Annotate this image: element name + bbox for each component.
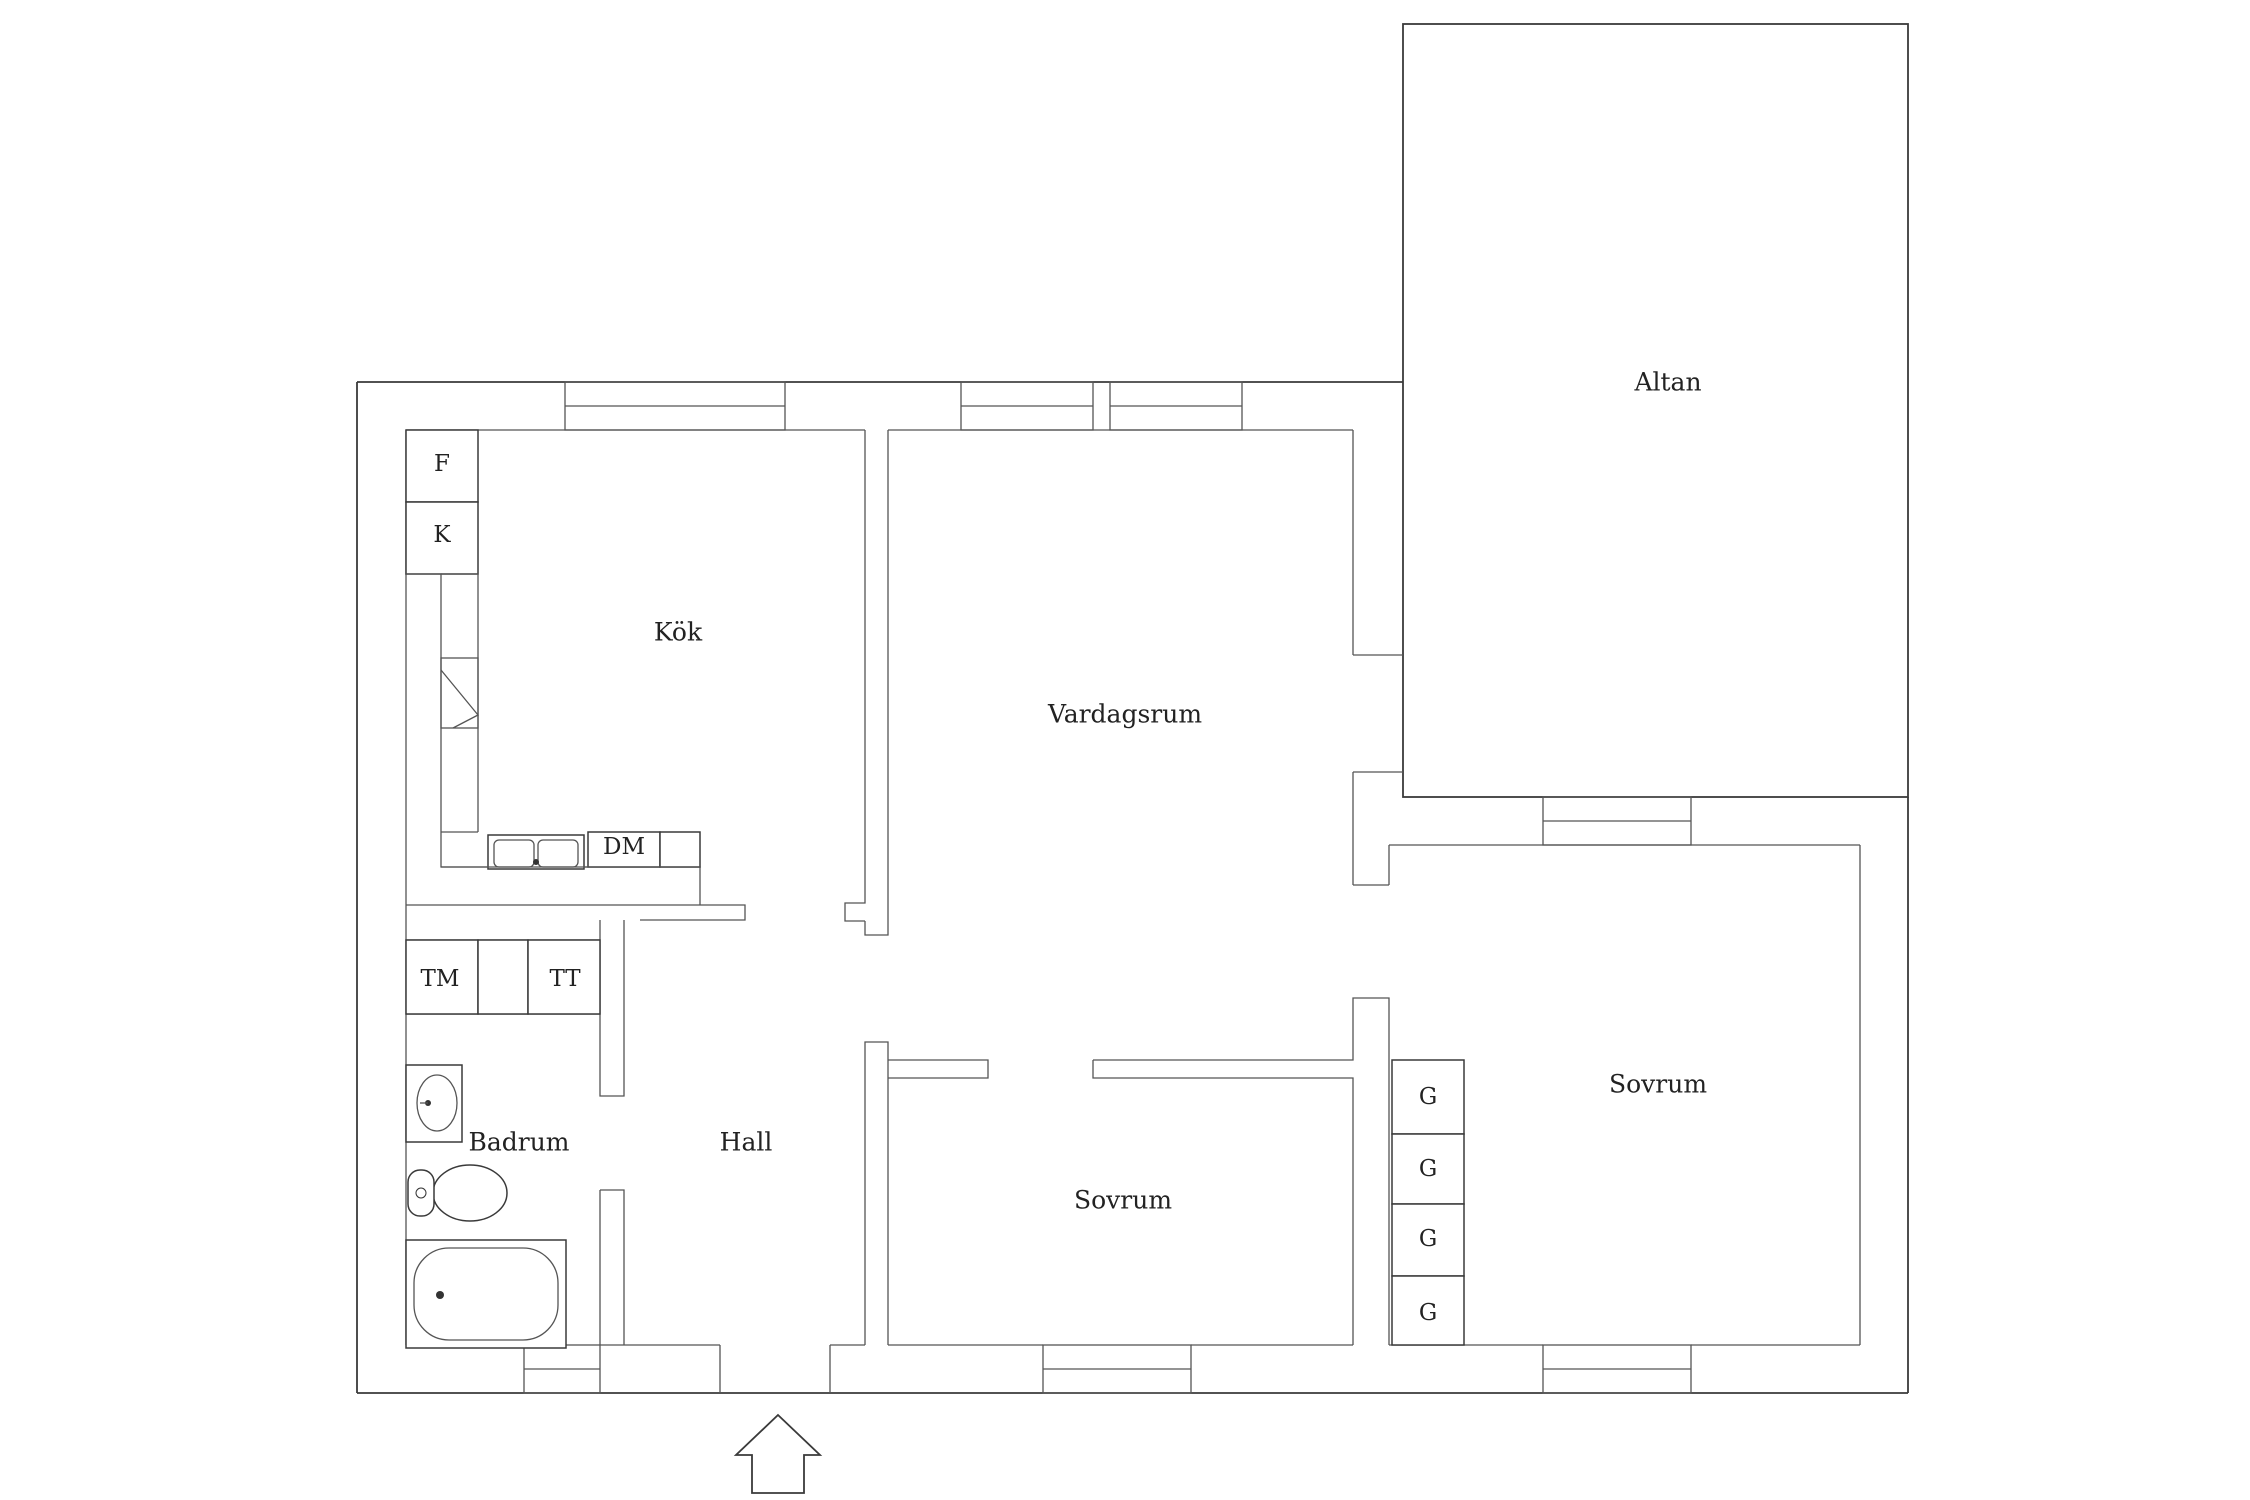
entrance-arrow-icon: [733, 1413, 823, 1494]
dishwasher-box: [587, 831, 661, 868]
kitchen-fixtures: [405, 429, 701, 905]
toilet-icon: [407, 1164, 508, 1222]
room-label-kok: Kök: [654, 618, 703, 647]
bathtub-icon: [405, 1239, 567, 1349]
wardrobes: [1391, 1059, 1465, 1346]
dryer-label: TT: [549, 966, 581, 992]
wardrobe-label: G: [1419, 1156, 1437, 1182]
dryer-box: [527, 939, 601, 1015]
freezer-label: K: [433, 522, 451, 548]
freezer-box: [405, 501, 479, 575]
room-label-sovrum-large: Sovrum: [1609, 1070, 1707, 1099]
altan-area: [1402, 23, 1909, 846]
wardrobe-label: G: [1419, 1300, 1437, 1326]
room-label-vardagsrum: Vardagsrum: [1047, 700, 1202, 729]
dishwasher-label: DM: [603, 834, 645, 860]
stove-icon: [440, 657, 479, 729]
windows-top: [564, 381, 1243, 431]
room-label-badrum: Badrum: [468, 1128, 569, 1157]
windows-bottom: [523, 1344, 1692, 1394]
washer-box: [405, 939, 479, 1015]
bathroom-fixtures: [405, 1064, 567, 1349]
laundry-fixtures: [405, 939, 601, 1015]
wardrobe-label: G: [1419, 1226, 1437, 1252]
room-label-sovrum-small: Sovrum: [1074, 1186, 1172, 1215]
room-label-hall: Hall: [720, 1128, 773, 1157]
room-label-altan: Altan: [1633, 368, 1701, 397]
fridge-label: F: [434, 451, 450, 477]
outer-walls: [356, 381, 1909, 1394]
washer-label: TM: [421, 966, 460, 992]
interior-walls: [406, 430, 1860, 1393]
fridge-box: [405, 429, 479, 503]
washbasin-icon: [405, 1064, 463, 1143]
wardrobe-label: G: [1419, 1084, 1437, 1110]
